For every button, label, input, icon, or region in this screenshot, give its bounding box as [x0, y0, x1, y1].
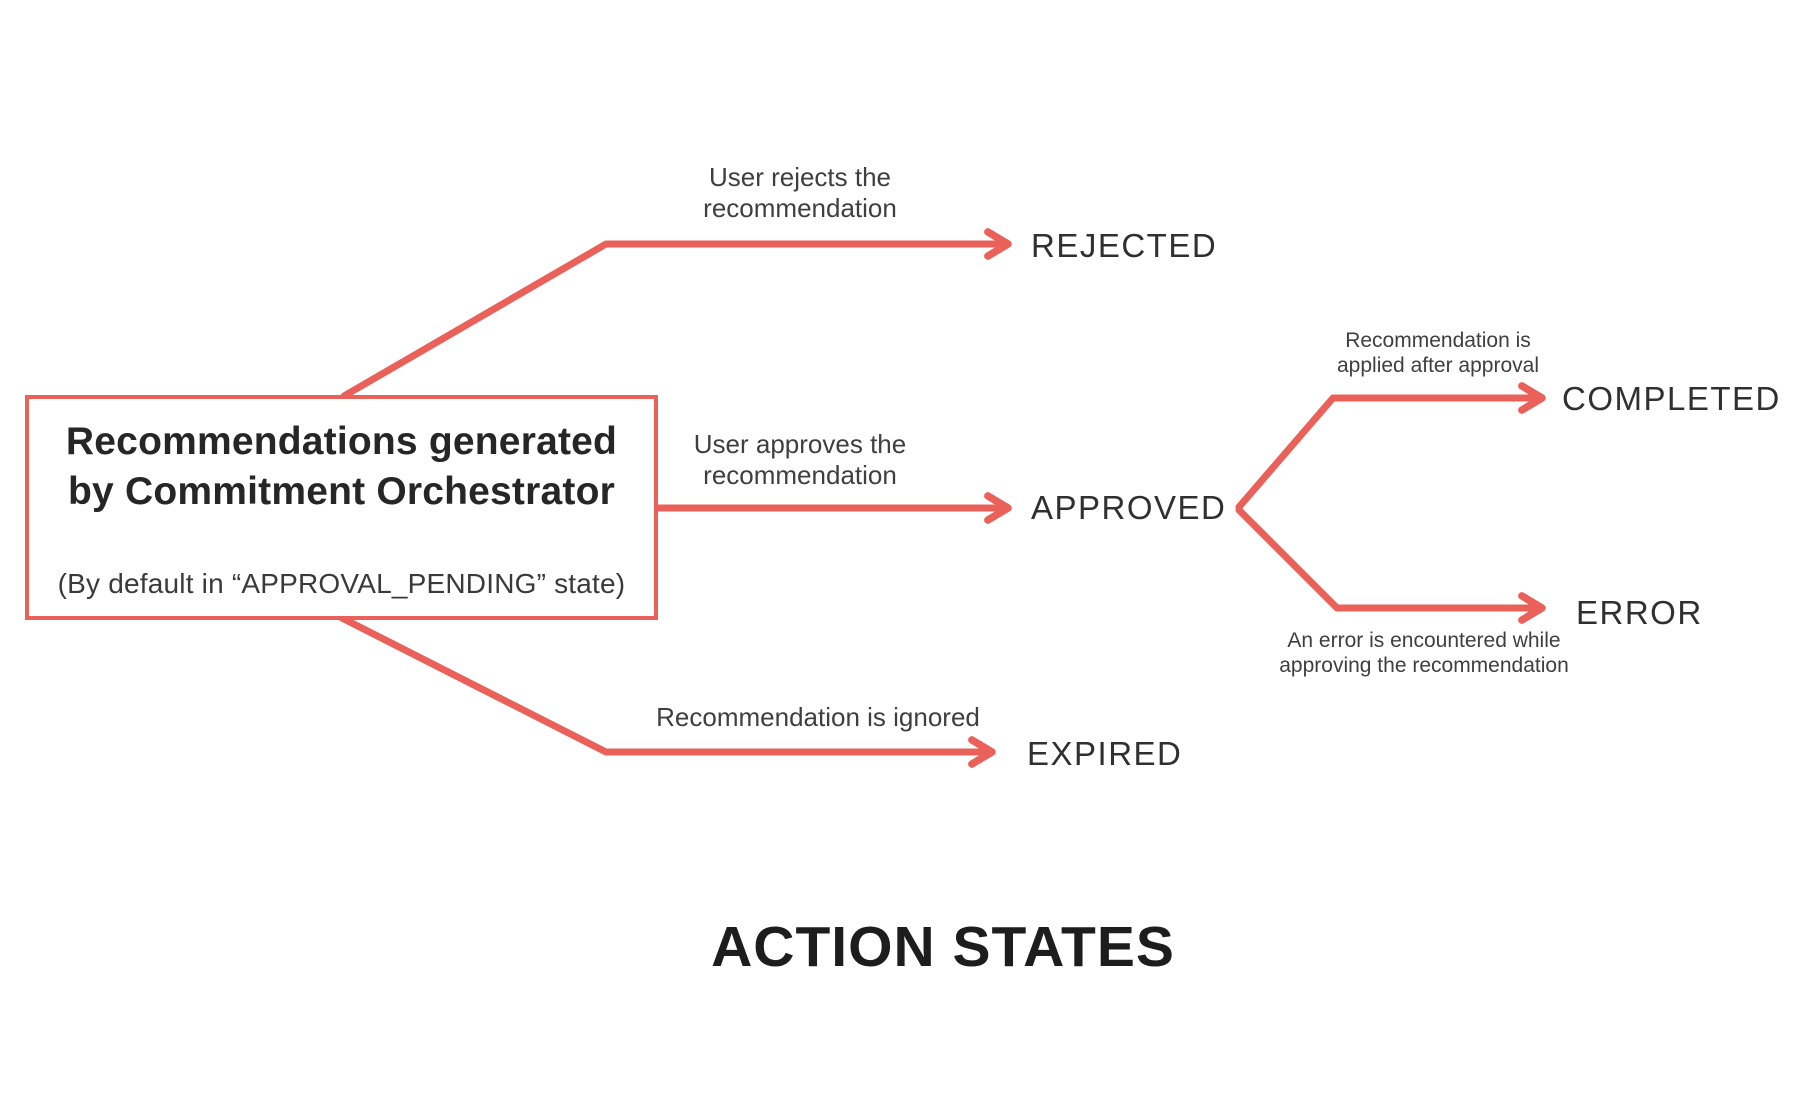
state-rejected: REJECTED — [1031, 227, 1218, 264]
state-completed: COMPLETED — [1562, 380, 1781, 417]
source-state-box: Recommendations generated by Commitment … — [25, 395, 658, 620]
source-box-title-line1: Recommendations generated — [65, 420, 618, 463]
label-recommendation-ignored: Recommendation is ignored — [656, 702, 980, 733]
source-box-title: Recommendations generated by Commitment … — [66, 417, 617, 517]
label-recommendation-ignored-line1: Recommendation is ignored — [656, 702, 980, 732]
label-user-approves-line2: recommendation — [703, 460, 897, 490]
source-box-subtitle: (By default in “APPROVAL_PENDING” state) — [57, 568, 626, 599]
arrow-error-icon — [1235, 506, 1546, 624]
label-error-encountered-line2: approving the recommendation — [1279, 654, 1569, 677]
state-error: ERROR — [1576, 594, 1703, 631]
label-error-encountered: An error is encountered while approving … — [1279, 628, 1569, 678]
label-user-rejects: User rejects the recommendation — [703, 162, 897, 224]
label-user-approves: User approves the recommendation — [694, 429, 906, 491]
label-user-rejects-line2: recommendation — [703, 193, 897, 223]
page-title: ACTION STATES — [711, 915, 1175, 979]
state-approved: APPROVED — [1031, 489, 1227, 526]
arrow-expired-icon — [338, 614, 996, 768]
arrow-rejected-icon — [340, 228, 1012, 400]
label-applied-after-approval-line2: applied after approval — [1337, 354, 1539, 377]
source-box-title-line2: by Commitment Orchestrator — [68, 470, 615, 513]
label-user-approves-line1: User approves the — [693, 429, 907, 459]
arrow-completed-icon — [1235, 382, 1546, 511]
state-expired: EXPIRED — [1027, 735, 1183, 772]
label-applied-after-approval-line1: Recommendation is — [1345, 329, 1531, 352]
label-user-rejects-line1: User rejects the — [708, 162, 892, 192]
label-error-encountered-line1: An error is encountered while — [1287, 629, 1561, 652]
label-applied-after-approval: Recommendation is applied after approval — [1337, 328, 1539, 378]
